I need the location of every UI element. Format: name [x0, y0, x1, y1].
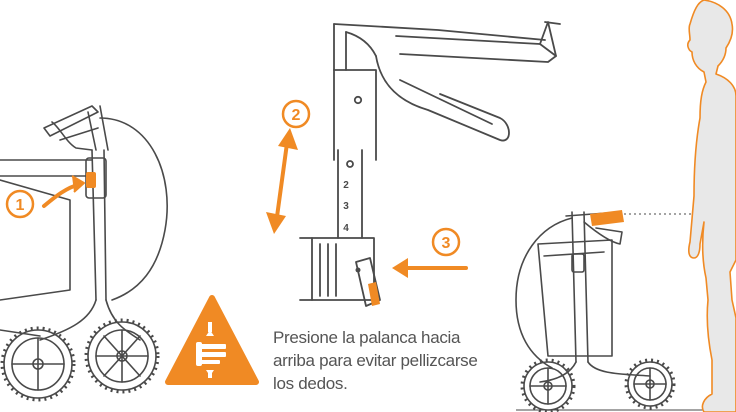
- step-1-number: 1: [16, 197, 25, 214]
- step-3-arrowhead: [392, 258, 408, 278]
- step-1-badge: 1: [5, 189, 35, 219]
- step-3-badge: 3: [431, 227, 461, 257]
- step-2-arrowhead-up: [278, 128, 298, 150]
- step-2-arrowhead-down: [266, 212, 286, 234]
- handle-grip-highlight: [590, 210, 624, 226]
- caption-line-3: los dedos.: [273, 374, 348, 393]
- wheel-tread: [0, 318, 160, 402]
- walker-right: [515, 211, 673, 411]
- scale-mark-2: 2: [343, 180, 349, 191]
- pinch-warning-caption: Presione la palanca hacia arriba para ev…: [273, 326, 503, 395]
- caption-line-2: arriba para evitar pellizcarse: [273, 351, 478, 370]
- height-column: [299, 21, 561, 307]
- pinch-warning-icon: [165, 295, 259, 385]
- lever-highlight: [86, 172, 96, 188]
- step-1-arrowhead: [71, 175, 85, 193]
- step-2-number: 2: [292, 107, 301, 124]
- folded-walker: [0, 105, 168, 399]
- step-3-number: 3: [442, 235, 451, 252]
- caption-line-1: Presione la palanca hacia: [273, 328, 461, 347]
- step-2-arrow: [274, 134, 290, 226]
- right-wheel-tread: [520, 358, 676, 412]
- step-2-badge: 2: [281, 99, 311, 129]
- scale-mark-4: 4: [343, 223, 349, 234]
- scale-mark-3: 3: [343, 201, 349, 212]
- clamp-lever-highlight: [368, 282, 380, 306]
- person-silhouette: [687, 0, 736, 412]
